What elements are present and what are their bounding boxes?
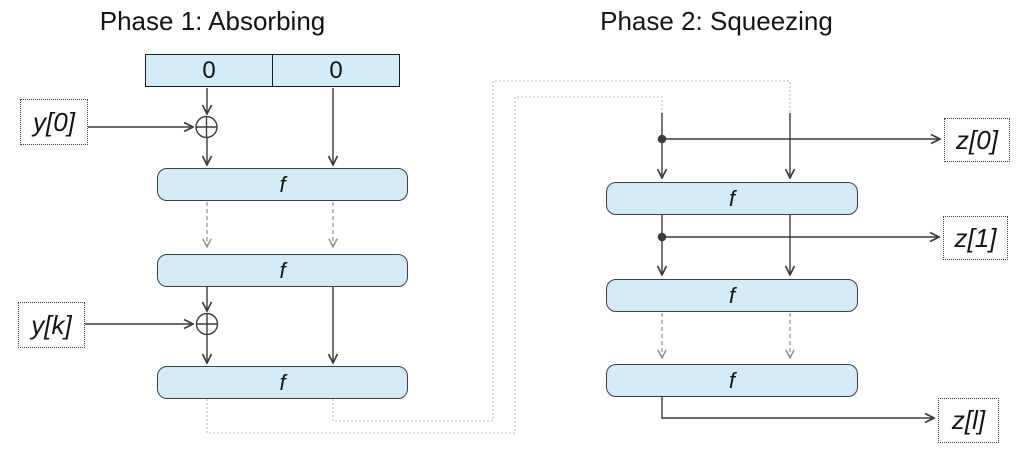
phase2-title: Phase 2: Squeezing bbox=[600, 6, 833, 36]
loop-rate-wire bbox=[206, 96, 663, 434]
state-cell-capacity: 0 bbox=[329, 56, 343, 84]
state-feedback-loop-wires bbox=[206, 80, 791, 434]
absorbing-f-box-2: f bbox=[157, 254, 408, 287]
absorbing-repeat-arrows bbox=[207, 202, 333, 247]
absorbing-f-box-1: f bbox=[157, 168, 408, 201]
squeezing-repeat-arrows bbox=[662, 313, 790, 358]
xor2-icon bbox=[195, 312, 219, 336]
initial-state-box: 0 0 bbox=[145, 54, 400, 87]
input-label-y0: y[0] bbox=[20, 99, 88, 145]
junction-dot bbox=[657, 232, 667, 242]
junction-dot bbox=[657, 134, 667, 144]
zl-output-arrow bbox=[661, 397, 934, 418]
squeezing-f-box-1: f bbox=[606, 182, 858, 215]
output-label-zl: z[l] bbox=[938, 398, 999, 443]
absorbing-f-box-3: f bbox=[157, 366, 408, 399]
output-label-z1: z[1] bbox=[943, 216, 1008, 260]
squeezing-f-box-3: f bbox=[606, 364, 858, 397]
loop-capacity-wire bbox=[332, 80, 791, 422]
squeezing-f-box-2: f bbox=[606, 279, 858, 312]
wire-junctions bbox=[657, 134, 667, 242]
state-cell-rate: 0 bbox=[146, 55, 273, 86]
squeezing-wires bbox=[662, 113, 940, 418]
absorbing-wires bbox=[85, 88, 333, 363]
input-label-yk: y[k] bbox=[18, 302, 85, 348]
phase1-title: Phase 1: Absorbing bbox=[99, 6, 326, 36]
xor1-icon bbox=[195, 115, 218, 139]
output-label-z0: z[0] bbox=[944, 118, 1010, 162]
